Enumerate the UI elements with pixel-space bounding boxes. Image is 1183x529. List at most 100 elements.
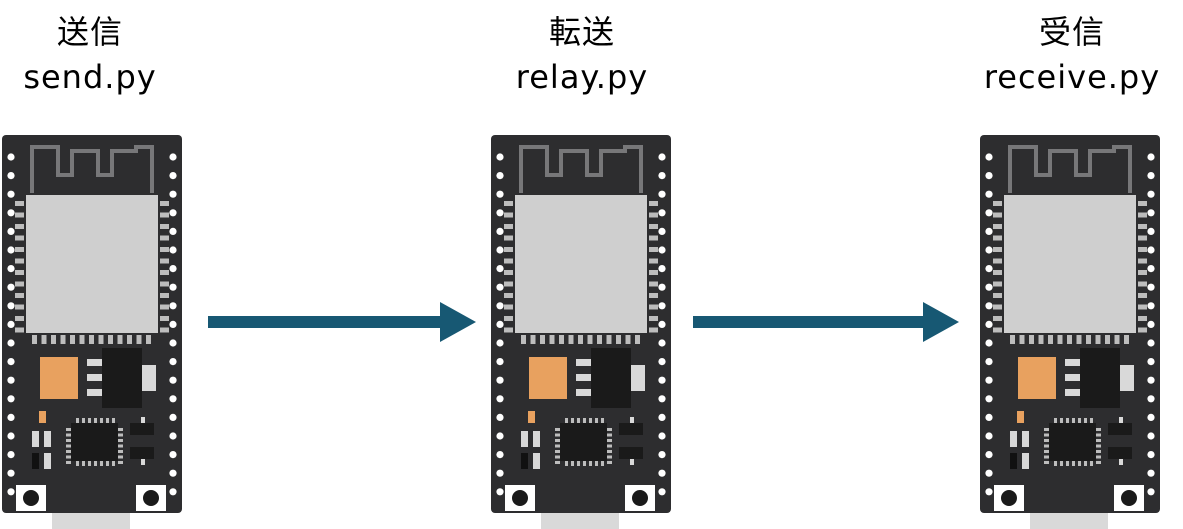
ic-pin [1044, 439, 1049, 442]
module-pad [1138, 201, 1147, 206]
pin-hole [985, 209, 993, 217]
button-cap [23, 490, 39, 506]
module-pad [15, 235, 24, 241]
pin-hole [985, 265, 993, 273]
pin-hole [496, 376, 504, 384]
ic-pin [571, 461, 574, 466]
voltage-regulator [102, 348, 142, 408]
pin-hole [985, 172, 993, 180]
module-pad [32, 335, 37, 344]
pin-hole [169, 246, 177, 254]
transistor-pin [1119, 459, 1123, 465]
board-receive [980, 135, 1160, 529]
pin-hole [658, 265, 666, 273]
ic-pin [555, 444, 560, 448]
ic-pin [1066, 461, 1069, 466]
node-receive-role: 受信 [1038, 13, 1105, 51]
module-pad [15, 293, 24, 298]
module-pad [504, 293, 513, 298]
pin-hole [7, 469, 15, 477]
voltage-regulator [1080, 348, 1120, 408]
module-pad [146, 335, 151, 344]
module-pad [1048, 335, 1053, 344]
ic-pin [607, 455, 612, 459]
resistor [521, 431, 528, 447]
pin-hole [1147, 413, 1155, 421]
pin-hole [658, 413, 666, 421]
module-pad [504, 304, 513, 310]
module-pad [504, 201, 513, 206]
transistor [1108, 447, 1132, 459]
ic-pin [601, 418, 604, 423]
pin-hole [1147, 227, 1155, 235]
module-pad [1138, 327, 1147, 333]
node-send-label-group: 送信 send.py [0, 10, 210, 100]
module-pad [15, 281, 24, 287]
pin-hole [985, 246, 993, 254]
transistor [130, 447, 154, 459]
module-pad [1067, 335, 1072, 344]
pin-hole [7, 488, 15, 496]
ic-pin [577, 418, 580, 423]
arrow-head [923, 302, 959, 342]
ic-pin [555, 455, 560, 459]
button-cap [632, 490, 648, 506]
usb-serial-ic [71, 423, 118, 461]
ic-pin [1096, 444, 1101, 448]
pin-hole [658, 395, 666, 403]
pin-hole [496, 190, 504, 198]
pin-hole [496, 302, 504, 310]
module-pad [649, 235, 658, 241]
usb-serial-ic [1049, 423, 1096, 461]
ic-pin [607, 433, 612, 437]
pin-hole [169, 190, 177, 198]
pin-hole [658, 451, 666, 459]
antenna-trace [519, 145, 643, 193]
module-pad [15, 224, 24, 229]
module-pad [504, 316, 513, 321]
pin-hole [7, 376, 15, 384]
arrow-head [440, 302, 476, 342]
resistor [44, 431, 51, 447]
transistor [130, 423, 154, 435]
pin-hole [658, 172, 666, 180]
board-send [2, 135, 182, 529]
pin-hole [985, 153, 993, 161]
module-pad [649, 293, 658, 298]
smd-component [1022, 453, 1029, 469]
ic-pin [1044, 455, 1049, 459]
pin-hole [7, 227, 15, 235]
node-receive-file: receive.py [983, 58, 1161, 96]
wifi-module [515, 195, 647, 333]
pin-hole [7, 320, 15, 328]
module-pad [1019, 335, 1025, 344]
wifi-module [26, 195, 158, 333]
led [528, 411, 535, 423]
ic-pin [1060, 418, 1063, 423]
ic-pin [607, 450, 612, 453]
module-pad [649, 270, 658, 275]
module-pad [1105, 335, 1110, 344]
module-pad [504, 224, 513, 229]
regulator-pin [1065, 389, 1081, 396]
regulator-pin [1065, 359, 1081, 366]
ic-pin [118, 461, 123, 464]
orange-component [40, 357, 78, 399]
regulator-pin [576, 374, 592, 381]
module-pad [160, 281, 169, 287]
module-pad [160, 327, 169, 333]
ic-pin [1096, 461, 1101, 464]
module-pad [649, 281, 658, 287]
ic-pin [595, 461, 598, 466]
ic-pin [1044, 450, 1049, 453]
ic-pin [118, 455, 123, 459]
module-pad [649, 327, 658, 333]
resistor [1022, 431, 1029, 447]
module-pad [649, 201, 658, 206]
ic-pin [571, 418, 574, 423]
regulator-pin [576, 389, 592, 396]
button-cap [1121, 490, 1137, 506]
pin-hole [496, 488, 504, 496]
ic-pin [66, 428, 71, 431]
module-pad [160, 212, 169, 218]
